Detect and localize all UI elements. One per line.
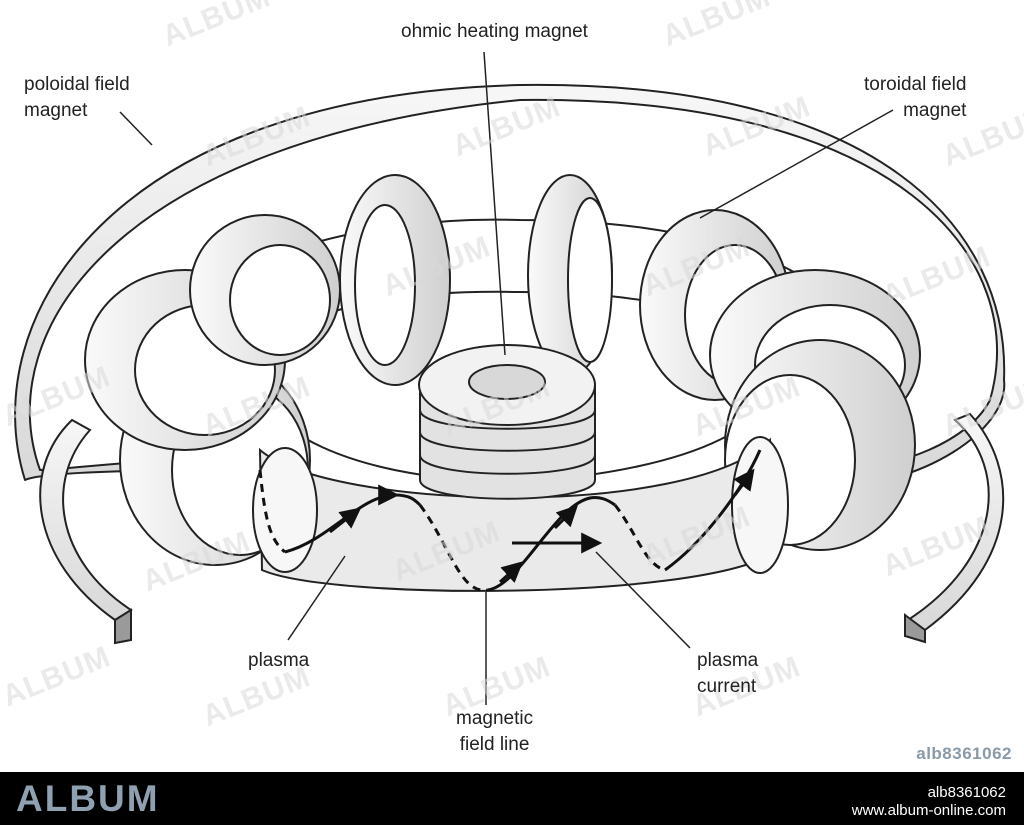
label-toroidal-field-magnet: toroidal field magnet: [864, 74, 967, 121]
toroidal-coil-left-back: [189, 214, 341, 366]
label-plasma: plasma: [248, 650, 310, 671]
website-link[interactable]: www.album-online.com: [851, 802, 1006, 819]
tokamak-diagram: [14, 51, 1006, 705]
toroidal-coil-center-right: [527, 174, 613, 376]
leader-plasma: [287, 555, 346, 641]
poloidal-field-magnet-lower: [39, 412, 1005, 645]
label-ohmic-heating-magnet: ohmic heating magnet: [401, 21, 588, 42]
leader-ohmic: [483, 51, 506, 356]
label-poloidal-field-magnet: poloidal field magnet: [24, 74, 130, 121]
toroidal-field-magnet-rings: [84, 174, 921, 566]
leader-poloidal: [119, 111, 153, 146]
toroidal-coil-center-left: [339, 174, 451, 386]
plasma-front-section: [252, 436, 789, 592]
reference-number: alb8361062: [927, 784, 1006, 801]
leader-current: [595, 551, 691, 649]
album-logo[interactable]: ALBUM: [16, 778, 160, 819]
label-plasma-current: plasma current: [697, 650, 759, 697]
ohmic-heating-magnet: [418, 344, 596, 500]
image-id: alb8361062: [916, 744, 1012, 763]
leader-toroidal: [699, 109, 894, 219]
magnetic-field-line: [258, 449, 762, 592]
footer-bar: ALBUM alb8361062 www.album-online.com: [0, 772, 1024, 825]
label-magnetic-field-line: magnetic field line: [456, 708, 534, 755]
